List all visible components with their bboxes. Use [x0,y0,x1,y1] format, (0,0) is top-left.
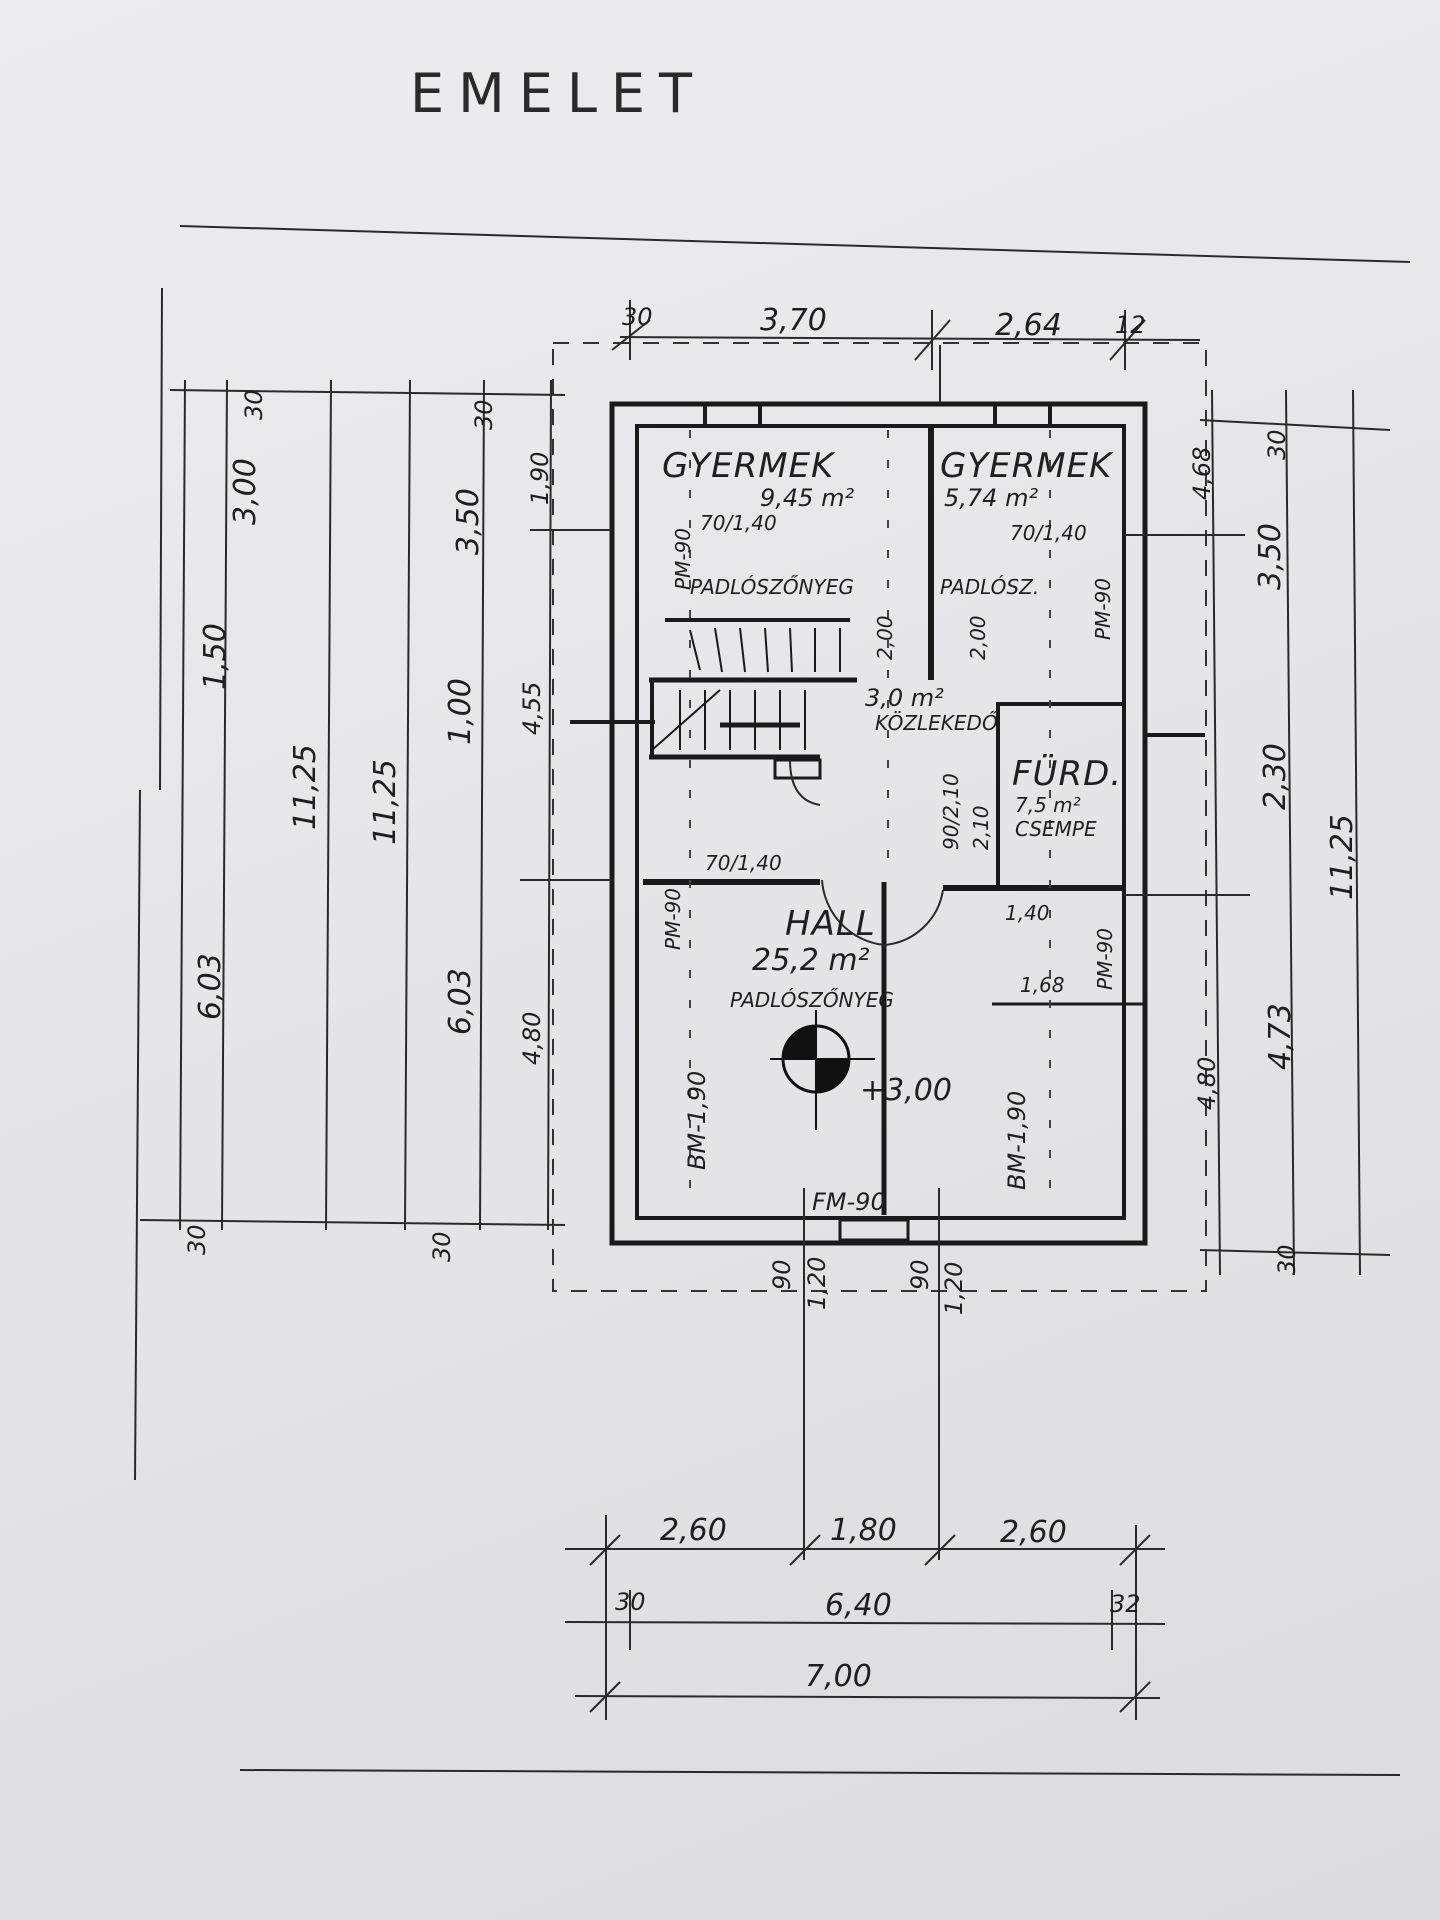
dim-left-outer: 30 [240,389,268,420]
corridor-name: KÖZLEKEDŐ [875,711,998,735]
door-swing-hall-right[interactable] [883,889,944,946]
dim-top: 30 [622,303,653,331]
room-kids1-door: PM-90 [671,528,695,590]
fm-label: FM-90 [812,1188,886,1216]
dim-right-outer: 4,73 [1263,1003,1298,1070]
dim-bottom-opening: 90 [906,1259,934,1290]
right-door-label: PM-90 [1093,928,1117,990]
room-bath-floor: CSEMPE [1015,817,1097,841]
door-height-label: 2,00 [966,615,990,660]
left-dimension-lines [139,379,612,1231]
room-kids2-window: 70/1,40 [1010,521,1087,545]
dim-right-room: 4,68 [1188,447,1216,500]
frame-top-line [179,225,1411,263]
room-hall-floor: PADLÓSZŐNYEG [730,988,894,1012]
left-window-label: 70/1,40 [705,851,782,875]
elevation-label: +3,00 [860,1073,952,1108]
room-hall-name: HALL [785,904,876,944]
bm-right-label: BM-1,90 [1003,1091,1031,1190]
dim-right-total: 11,25 [1325,814,1360,900]
room-hall-area: 25,2 m² [752,943,870,978]
door-height-label: 2,00 [873,615,897,660]
staircase [651,618,850,751]
room-kids1-area: 9,45 m² [760,484,854,512]
dim-bottom-row3: 7,00 [805,1659,872,1694]
dim-left-room: 4,55 [518,682,546,735]
building-walls [609,401,1148,1246]
left-door-label: PM-90 [661,888,685,950]
dim-bottom-row2: 6,40 [825,1588,892,1623]
top-dimension-chain [611,300,1201,404]
room-kids2-door: PM-90 [1091,578,1115,640]
dim-bottom-row1: 1,80 [830,1513,897,1548]
dim-top: 3,70 [760,303,827,338]
dim-bottom-opening: 1,20 [940,1262,968,1315]
dim-left-inner: 1,00 [443,678,478,745]
dim-bottom-row1: 2,60 [660,1513,727,1548]
level-marker-icon [770,1010,875,1130]
dim-left-outer: 6,03 [193,953,228,1020]
room-kids2-area: 5,74 m² [944,484,1038,512]
dim-top: 12 [1115,311,1146,339]
roof-outline-dashed [552,342,1207,1292]
door-height-label: 2,10 [969,805,993,850]
dim-left-inner: 30 [470,399,498,430]
dim-left-inner: 6,03 [443,968,478,1035]
dim-right-outer: 30 [1273,1244,1301,1275]
room-bath-name: FÜRD. [1012,753,1122,794]
room-kids1-name: GYERMEK [662,446,836,486]
page-edge [134,789,141,1481]
frame-left-edge [159,287,163,791]
dim-left-inner: 3,50 [451,488,486,555]
room-bath-area: 7,5 m² [1015,793,1081,817]
dim-bottom-row2: 32 [1110,1590,1141,1618]
right-dimension-lines [1124,389,1391,1276]
dim-left-outer: 30 [183,1224,211,1255]
dim-right-room: 4,80 [1193,1057,1221,1110]
dim-right-outer: 30 [1263,429,1291,460]
room-kids1-floor: PADLÓSZŐNYEG [690,575,854,599]
door-swing-storage[interactable] [789,759,821,806]
room-kids1-window: 70/1,40 [700,511,777,535]
room-kids2-name: GYERMEK [940,446,1114,486]
dim-left-room: 4,80 [518,1012,546,1065]
dim-bottom-row1: 2,60 [1000,1515,1067,1550]
room-kids2-floor: PADLÓSZ. [940,575,1039,599]
dim-left-total: 11,25 [368,759,403,845]
dim-top: 2,64 [995,308,1062,343]
frame-bottom-line [239,1769,1401,1776]
chimney [773,758,822,780]
dim-left-outer: 1,50 [198,623,233,690]
bm-left-label: BM-1,90 [683,1071,711,1170]
dim-left-total: 11,25 [288,744,323,830]
dim-left-inner: 30 [428,1231,456,1262]
door-swing-hall-left[interactable] [821,879,885,946]
dim-bottom-row2: 30 [615,1588,646,1616]
dim-left-room: 1,90 [526,452,554,505]
corridor-area: 3,0 m² [865,684,944,712]
dim-right-outer: 3,50 [1253,523,1288,590]
chimney-height-label: 1,68 [1020,973,1065,997]
dim-left-outer: 3,00 [228,458,263,525]
dim-bottom-opening: 90 [768,1259,796,1290]
door-height-label: 90/2,10 [939,773,963,850]
plan-title: EMELET [410,62,706,125]
bottom-dimension-lines [564,1188,1166,1720]
right-window-label: 1,40 [1005,901,1050,925]
dim-bottom-opening: 1,20 [803,1257,831,1310]
dim-right-outer: 2,30 [1258,743,1293,810]
